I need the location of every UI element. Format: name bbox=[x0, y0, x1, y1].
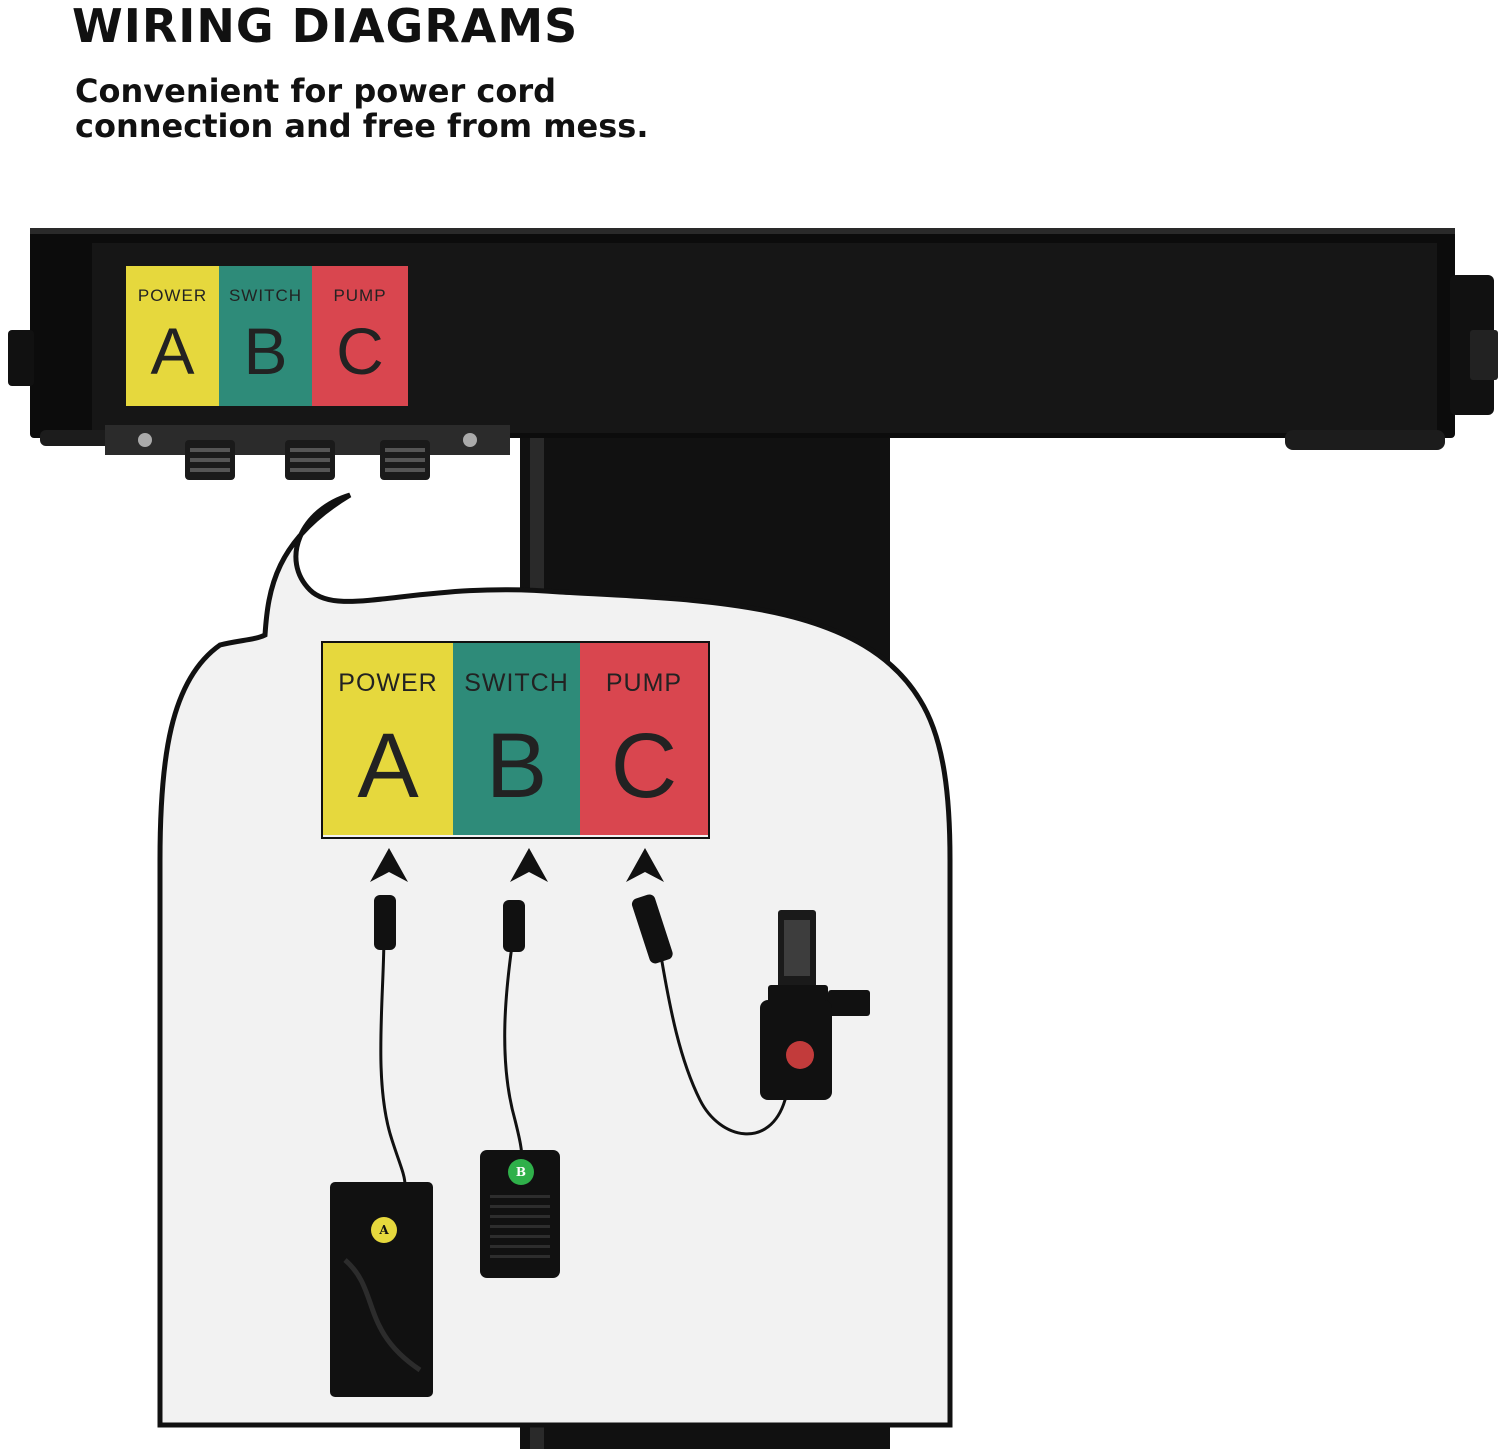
label-letter: A bbox=[150, 314, 195, 388]
foot-switch-icon bbox=[480, 1150, 560, 1278]
subtitle-line-2: connection and free from mess. bbox=[75, 107, 649, 145]
callout-bubble bbox=[157, 492, 953, 1428]
label-switch-small: SWITCH B bbox=[219, 266, 312, 406]
page-title: WIRING DIAGRAMS bbox=[72, 0, 579, 53]
label-word: SWITCH bbox=[228, 286, 303, 305]
label-power-small: POWER A bbox=[126, 266, 219, 406]
plug-b-icon bbox=[503, 900, 525, 952]
power-adapter-icon bbox=[330, 1182, 433, 1397]
label-switch-large: SWITCH B bbox=[453, 643, 580, 835]
plug-c-icon bbox=[631, 894, 673, 964]
socket-b bbox=[285, 440, 335, 480]
label-pump-large: PUMP C bbox=[580, 643, 708, 835]
adapter-badge: A bbox=[379, 1223, 389, 1237]
plug-a-icon bbox=[374, 895, 396, 950]
left-end-cap bbox=[8, 330, 34, 386]
label-word: PUMP bbox=[333, 286, 387, 305]
label-word: SWITCH bbox=[464, 669, 569, 697]
arrow-a-icon bbox=[370, 848, 408, 882]
label-letter: A bbox=[357, 715, 419, 817]
subtitle: Convenient for power cord connection and… bbox=[75, 74, 649, 144]
label-power-large: POWER A bbox=[323, 643, 453, 835]
socket-c bbox=[380, 440, 430, 480]
socket-a bbox=[185, 440, 235, 480]
label-letter: B bbox=[485, 715, 548, 817]
label-letter: C bbox=[336, 314, 384, 388]
label-panel-small: POWER A SWITCH B PUMP C bbox=[126, 266, 408, 406]
label-word: PUMP bbox=[605, 669, 683, 697]
label-pump-small: PUMP C bbox=[312, 266, 408, 406]
label-word: POWER bbox=[338, 669, 438, 697]
subtitle-line-1: Convenient for power cord bbox=[75, 72, 557, 110]
label-letter: B bbox=[243, 314, 288, 388]
arrow-b-icon bbox=[510, 848, 548, 882]
water-pump-icon bbox=[760, 910, 870, 1100]
switch-badge: B bbox=[515, 1165, 527, 1179]
label-panel-large: POWER A SWITCH B PUMP C bbox=[321, 641, 710, 839]
label-word: POWER bbox=[137, 286, 208, 305]
label-letter: C bbox=[610, 715, 678, 817]
arrow-c-icon bbox=[626, 848, 664, 882]
